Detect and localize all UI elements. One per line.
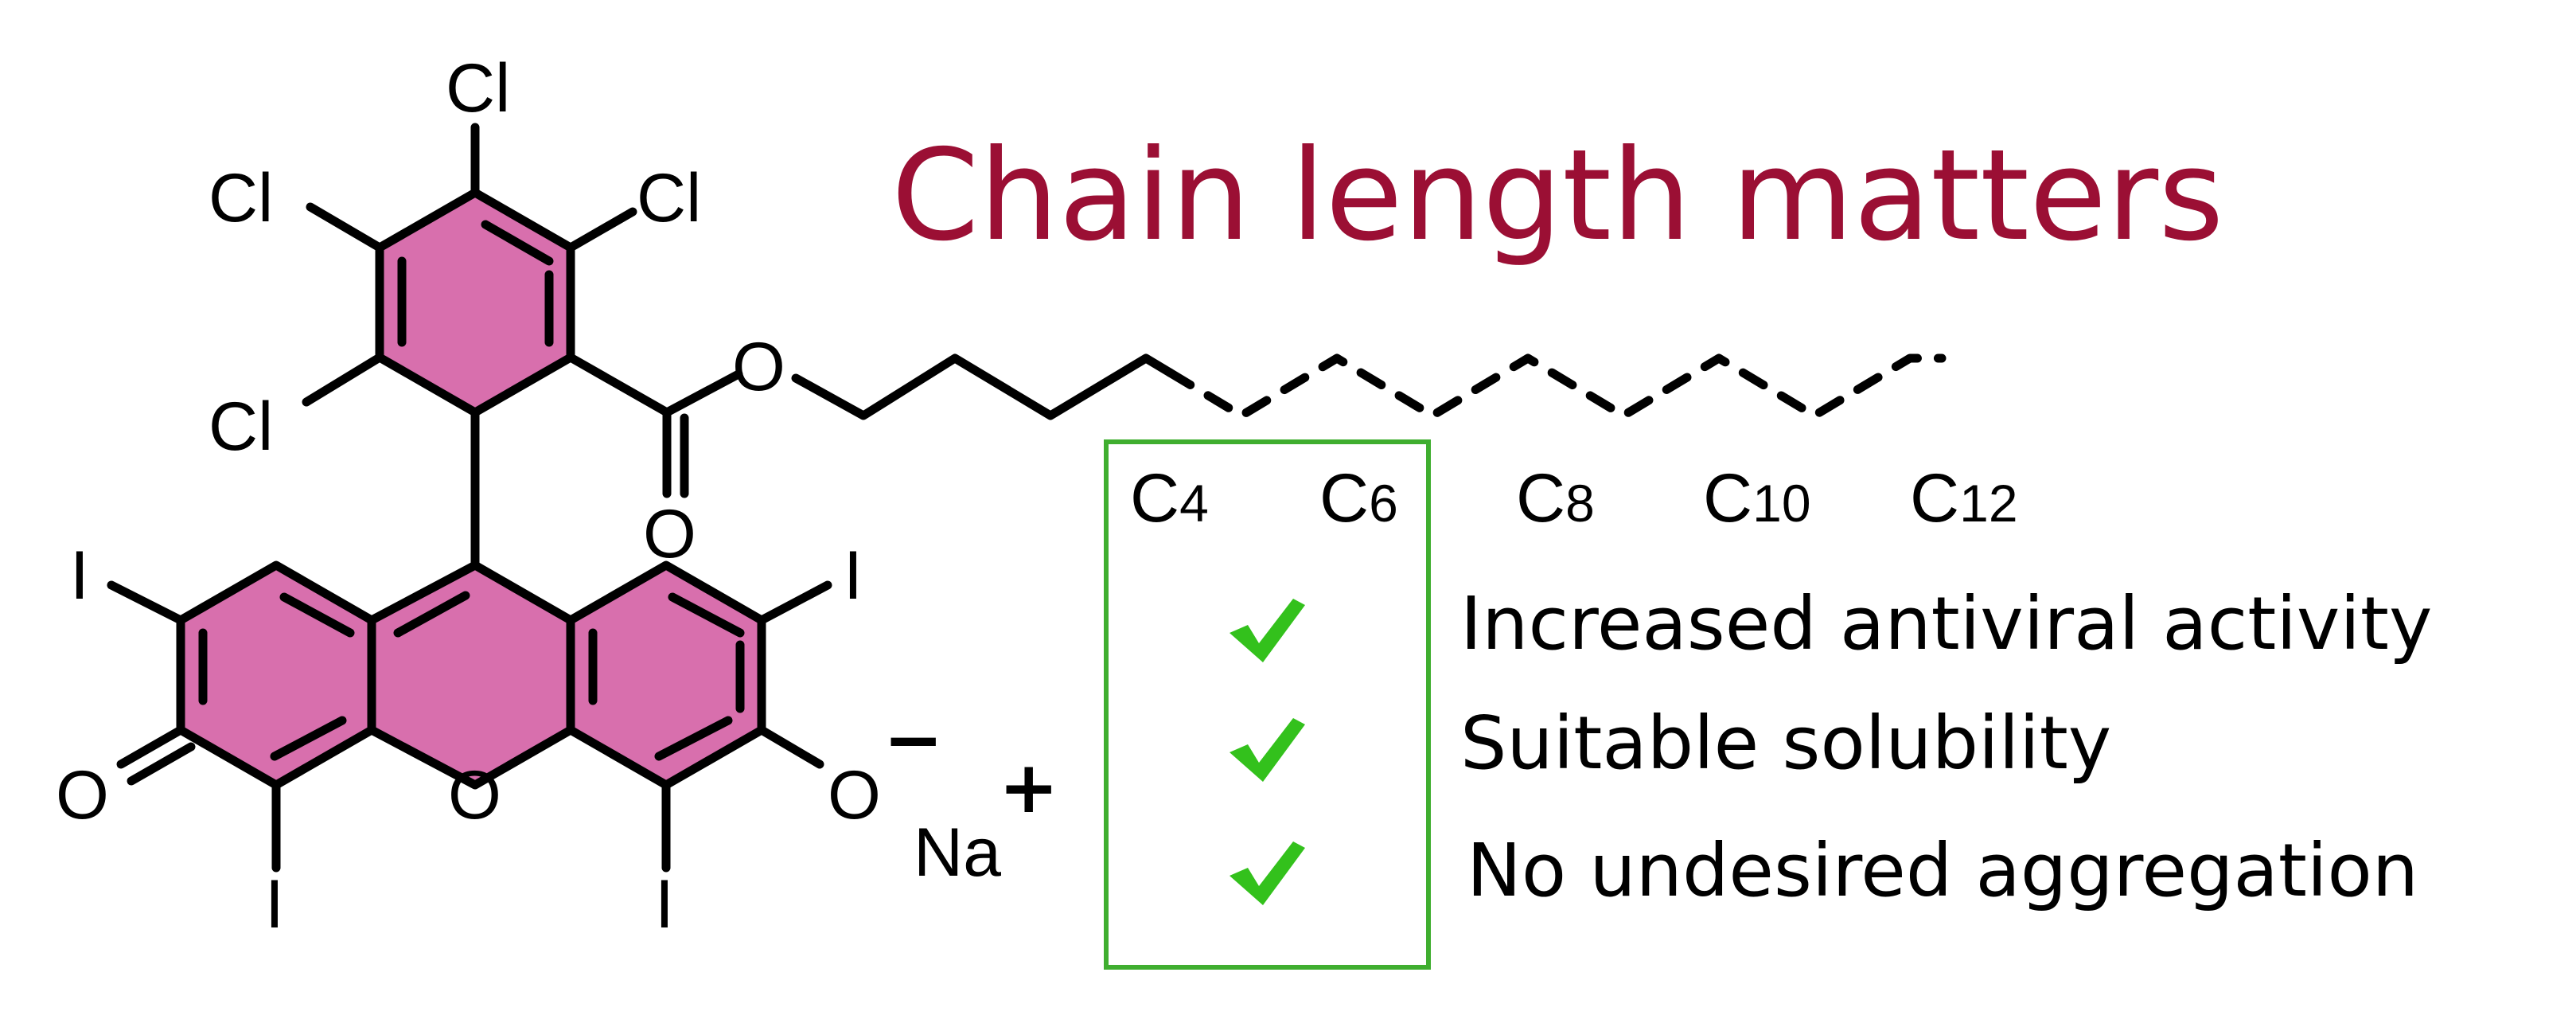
chain-length-label: C10 xyxy=(1703,460,1811,537)
check-icon xyxy=(1230,841,1305,905)
upper-benzene-ring xyxy=(375,188,575,417)
oxygen-label: O xyxy=(828,757,881,834)
aromatic-double-bonds xyxy=(198,220,745,761)
oxygen-label: O xyxy=(643,496,696,572)
figure-title: Chain length matters xyxy=(891,123,2224,269)
substituent-bonds xyxy=(107,123,832,873)
chlorine-label: Cl xyxy=(208,389,273,465)
alkyl-chain-dashed xyxy=(1165,353,1947,420)
iodine-label: I xyxy=(70,537,89,614)
selection-box xyxy=(1104,439,1431,970)
chain-length-label: C12 xyxy=(1910,460,2018,537)
oxygen-label: O xyxy=(448,757,501,834)
chain-length-label: C4 xyxy=(1130,460,1209,537)
anion-charge: − xyxy=(883,698,943,782)
chlorine-label: Cl xyxy=(208,160,273,236)
chlorine-label: Cl xyxy=(446,50,510,127)
check-icon xyxy=(1230,718,1305,782)
counterion-label: Na xyxy=(914,814,1001,891)
oxygen-label: O xyxy=(56,757,109,834)
cation-charge: + xyxy=(999,746,1058,830)
chain-length-label: C6 xyxy=(1319,460,1398,537)
check-icon xyxy=(1230,599,1305,662)
check-marks xyxy=(1230,599,1305,905)
benefit-text: Increased antiviral activity xyxy=(1460,581,2432,666)
iodine-label: I xyxy=(655,866,674,943)
chlorine-label: Cl xyxy=(637,160,701,236)
alkyl-chain-solid xyxy=(791,353,1175,420)
chain-length-label: C8 xyxy=(1516,460,1595,537)
central-xanthene-ring xyxy=(367,560,575,790)
iodine-label: I xyxy=(844,537,863,614)
oxygen-label: O xyxy=(732,329,785,405)
chain-length-labels: C4 C6 C8 C10 C12 xyxy=(1130,460,2018,537)
benefit-text: Suitable solubility xyxy=(1460,701,2111,786)
benefit-text: No undesired aggregation xyxy=(1467,828,2418,913)
iodine-label: I xyxy=(265,866,284,943)
